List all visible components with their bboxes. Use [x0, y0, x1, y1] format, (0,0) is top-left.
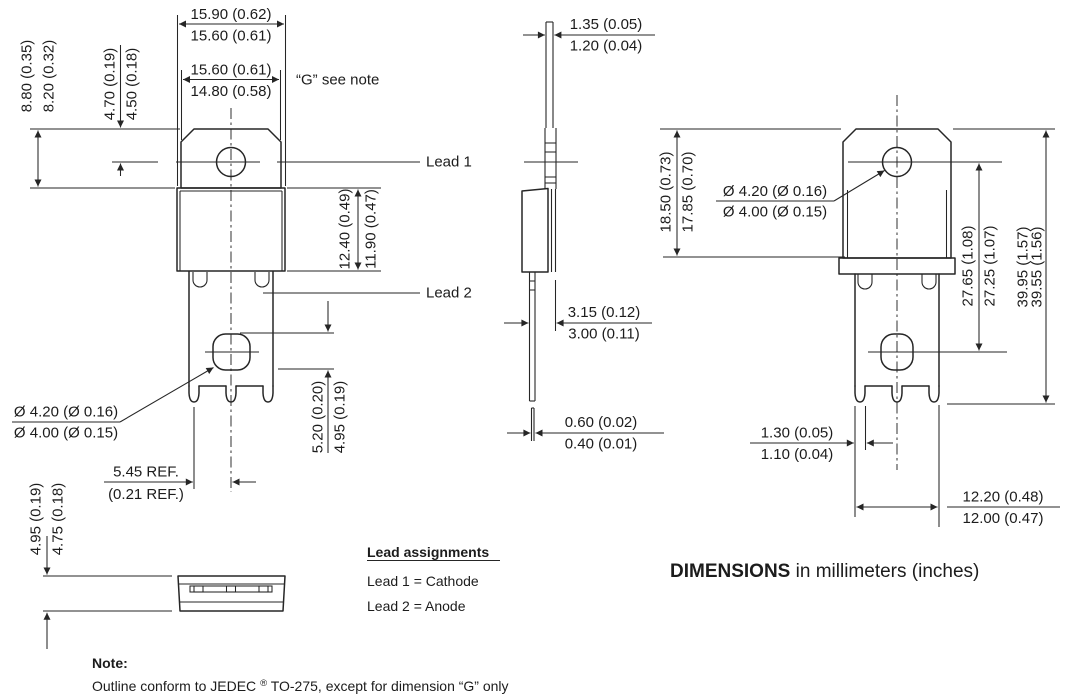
- dim-body-height-min: 11.90 (0.47): [363, 189, 380, 269]
- dim-hole-edge-min: 4.95 (0.19): [332, 381, 349, 454]
- legend-lead1: Lead 1 = Cathode: [367, 573, 479, 589]
- svg-text:DIMENSIONS in millimete: DIMENSIONS in millimeters (inches): [670, 561, 979, 582]
- dim-tab-width-max: 15.60 (0.61): [191, 62, 272, 79]
- note-body-continued: TO-275, except for dimension “G” only: [271, 678, 509, 694]
- dim-overall-width-min: 15.60 (0.61): [191, 28, 272, 45]
- lead1-callout: Lead 1: [426, 154, 472, 171]
- footnote: Note: Outline conform to JEDEC ® TO-275,…: [92, 655, 509, 694]
- dim-tab-width-min: 14.80 (0.58): [191, 83, 272, 100]
- bottom-outline: [177, 575, 286, 612]
- dim-tab-thickness-max: 1.35 (0.05): [570, 16, 643, 33]
- rear-lead-tip: [928, 385, 940, 403]
- dim-body-thickness-max: 3.15 (0.12): [568, 304, 641, 321]
- dim-lead-pitch-max: 5.45 REF.: [113, 464, 179, 481]
- dim-hole-dia-min: Ø 4.00 (Ø 0.15): [14, 425, 118, 442]
- registered-mark: ®: [260, 678, 267, 689]
- dim-base-height-max: 4.95 (0.19): [28, 483, 45, 556]
- dim-lead-pitch-min: (0.21 REF.): [108, 486, 184, 503]
- front-lead-tip: [188, 385, 200, 403]
- note-body: Outline conform to JEDEC: [92, 678, 256, 694]
- dim-rear-hole-dia-min: Ø 4.00 (Ø 0.15): [723, 204, 827, 221]
- dim-base-height-min: 4.75 (0.18): [50, 483, 67, 556]
- svg-text:Outline conform to JEDEC: Outline conform to JEDEC ® TO-275, excep…: [92, 673, 509, 694]
- front-left-ear: [192, 272, 208, 288]
- dim-overall-height-max: 39.95 (1.57): [1015, 227, 1032, 308]
- dim-body-thickness-min: 3.00 (0.11): [568, 326, 639, 343]
- dim-tab-height-min: 8.20 (0.32): [41, 40, 58, 113]
- dim-lead-width-min: 1.10 (0.04): [761, 446, 834, 463]
- rear-lead-tip: [891, 385, 903, 403]
- dim-tab-height-max: 8.80 (0.35): [19, 40, 36, 113]
- front-lead-tip: [225, 385, 237, 403]
- dim-hole-offset-min: 4.50 (0.18): [124, 48, 141, 121]
- dim-lead-span-max: 12.20 (0.48): [963, 489, 1044, 506]
- legend-lead2: Lead 2 = Anode: [367, 598, 466, 614]
- front-lead-tip: [262, 385, 274, 403]
- dim-hole-pitch-min: 27.25 (1.07): [982, 226, 999, 307]
- front-right-ear: [254, 272, 270, 288]
- dim-overall-height-min: 39.55 (1.56): [1029, 227, 1046, 308]
- dimensions-caption: DIMENSIONS in millimeters (inches): [670, 561, 979, 582]
- dim-hole-dia-max: Ø 4.20 (Ø 0.16): [14, 404, 118, 421]
- legend-title: Lead assignments: [367, 544, 489, 560]
- dim-lead-width-max: 1.30 (0.05): [761, 425, 834, 442]
- dim-hole-offset-max: 4.70 (0.19): [102, 48, 119, 121]
- front-body: [176, 187, 286, 272]
- rear-body-band: [838, 257, 956, 275]
- front-view: 15.90 (0.62) 15.60 (0.61) 15.60 (0.61) 1…: [12, 6, 472, 503]
- dim-rear-hole-dia-max: Ø 4.20 (Ø 0.16): [723, 183, 827, 200]
- rear-view: 18.50 (0.73) 17.85 (0.70) Ø 4.20 (Ø 0.16…: [658, 95, 1060, 527]
- lead-assignments-legend: Lead assignments Lead 1 = Cathode Lead 2…: [367, 544, 500, 614]
- dim-tab-thickness-min: 1.20 (0.04): [570, 38, 643, 55]
- dim-rear-tab-height-min: 17.85 (0.70): [680, 152, 697, 233]
- rear-lead-tip: [854, 385, 866, 403]
- rear-left-ear: [857, 274, 873, 290]
- bottom-view: 4.95 (0.19) 4.75 (0.18): [28, 483, 286, 649]
- dim-hole-edge-max: 5.20 (0.20): [310, 381, 327, 454]
- lead2-callout: Lead 2: [426, 285, 472, 302]
- rear-right-ear: [921, 274, 937, 290]
- dim-lead-thickness-max: 0.60 (0.02): [565, 414, 638, 431]
- g-dimension-note: “G” see note: [296, 72, 379, 89]
- dim-hole-pitch-max: 27.65 (1.08): [960, 226, 977, 307]
- dim-overall-width-max: 15.90 (0.62): [191, 6, 272, 23]
- dim-lead-thickness-min: 0.40 (0.01): [565, 436, 638, 453]
- note-title: Note:: [92, 655, 128, 671]
- side-view: 1.35 (0.05) 1.20 (0.04) 3.15 (0.12) 3.00…: [504, 16, 664, 453]
- dim-lead-span-min: 12.00 (0.47): [963, 510, 1044, 527]
- caption-bold: DIMENSIONS: [670, 561, 790, 582]
- dim-body-height-max: 12.40 (0.49): [337, 189, 354, 270]
- dim-rear-tab-height-max: 18.50 (0.73): [658, 152, 675, 233]
- side-body: [521, 187, 549, 273]
- caption-text: in millimeters (inches): [796, 561, 980, 582]
